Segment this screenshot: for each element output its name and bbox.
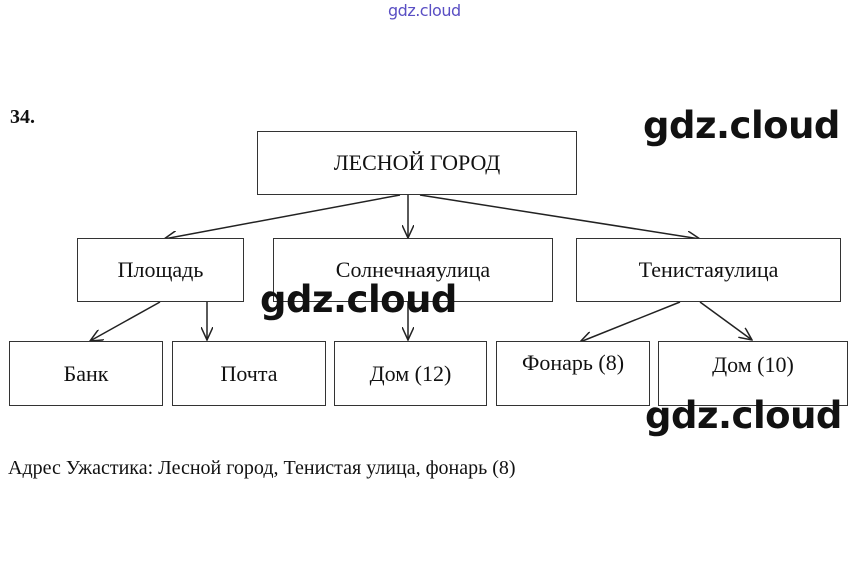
node-label: Фонарь (8) [521, 350, 625, 375]
answer-text: Адрес Ужастика: Лесной город, Тенистая у… [8, 457, 516, 479]
node-bank: Банк [9, 341, 163, 406]
node-tenistaya-ulitsa: Тенистаяулица [576, 238, 841, 302]
node-fonar-8: Фонарь (8) [496, 341, 650, 406]
watermark-2: gdz.cloud [260, 278, 457, 321]
node-pochta: Почта [172, 341, 326, 406]
node-label: Почта [220, 360, 278, 386]
arrow-tenistaya-to-dom10 [699, 301, 752, 340]
node-label: Дом (12) [369, 360, 452, 386]
watermark-3: gdz.cloud [645, 394, 842, 437]
node-label: Дом (10) [712, 352, 794, 377]
node-dom-12: Дом (12) [334, 341, 487, 406]
node-ploshad: Площадь [77, 238, 244, 302]
arrow-tenistaya-to-fonar [580, 301, 681, 342]
node-label: Тенистаяулица [638, 257, 779, 282]
root-node: ЛЕСНОЙ ГОРОД [257, 131, 577, 195]
watermark-1: gdz.cloud [643, 104, 840, 147]
watermark-top: gdz.cloud [388, 1, 461, 20]
arrow-root-to-tenistaya [419, 194, 700, 239]
node-solnechnaya-ulitsa: Солнечнаяулица [273, 238, 553, 302]
node-label: Солнечнаяулица [335, 257, 491, 282]
arrow-ploshad-to-bank [90, 301, 161, 341]
node-label: Площадь [117, 257, 204, 282]
arrow-root-to-ploshad [164, 194, 401, 239]
node-label: Банк [63, 360, 109, 386]
task-number: 34. [10, 106, 35, 128]
root-label: ЛЕСНОЙ ГОРОД [333, 150, 501, 175]
node-dom-10: Дом (10) [658, 341, 848, 406]
